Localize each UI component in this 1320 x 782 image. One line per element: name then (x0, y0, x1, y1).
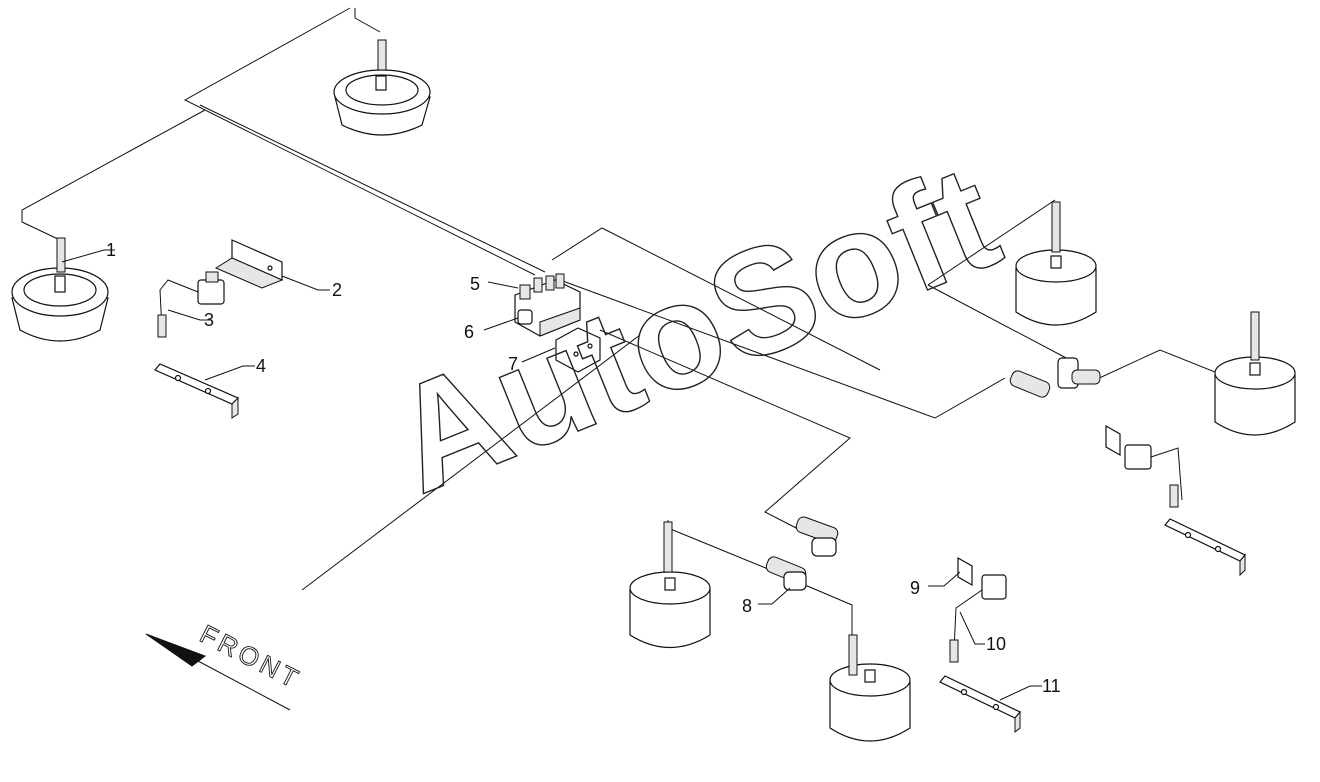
bracket-part-7 (555, 327, 601, 373)
air-bag-bottom-center (629, 521, 711, 649)
air-bag-bottom-right (829, 634, 911, 742)
front-label: FRONT (195, 619, 306, 695)
mounting-plate-part-11 (939, 675, 1021, 734)
tee-fitting-right (1009, 357, 1101, 398)
callout-2: 2 (332, 280, 342, 300)
callout-leaders (61, 249, 1042, 701)
callout-9: 9 (910, 578, 920, 598)
air-bag-top (333, 39, 431, 136)
air-bag-right-lower (1214, 311, 1296, 436)
callout-8: 8 (742, 596, 752, 616)
mounting-plate-part-4 (154, 363, 240, 419)
leveling-valve-part-3 (157, 271, 225, 338)
air-bag-right-upper (1015, 201, 1097, 326)
air-bag-left (11, 237, 109, 342)
bracket-part-2 (214, 239, 284, 289)
front-arrow-icon (145, 633, 291, 711)
bracket-part-9 (957, 556, 973, 587)
callout-labels: 1 2 3 4 5 6 7 8 9 10 11 (106, 240, 1061, 696)
callout-1: 1 (106, 240, 116, 260)
callout-6: 6 (464, 322, 474, 342)
mounting-plate-right (1164, 518, 1246, 577)
callout-3: 3 (204, 310, 214, 330)
leveling-valve-right (1105, 424, 1183, 508)
valve-block-part-6 (514, 273, 581, 337)
callout-4: 4 (256, 356, 266, 376)
callout-7: 7 (508, 354, 518, 374)
leveling-valve-part-10 (949, 574, 1007, 663)
callout-11: 11 (1042, 676, 1061, 696)
callout-10: 10 (986, 634, 1006, 654)
tee-fitting-part-8 (765, 516, 839, 591)
callout-5: 5 (470, 274, 480, 294)
